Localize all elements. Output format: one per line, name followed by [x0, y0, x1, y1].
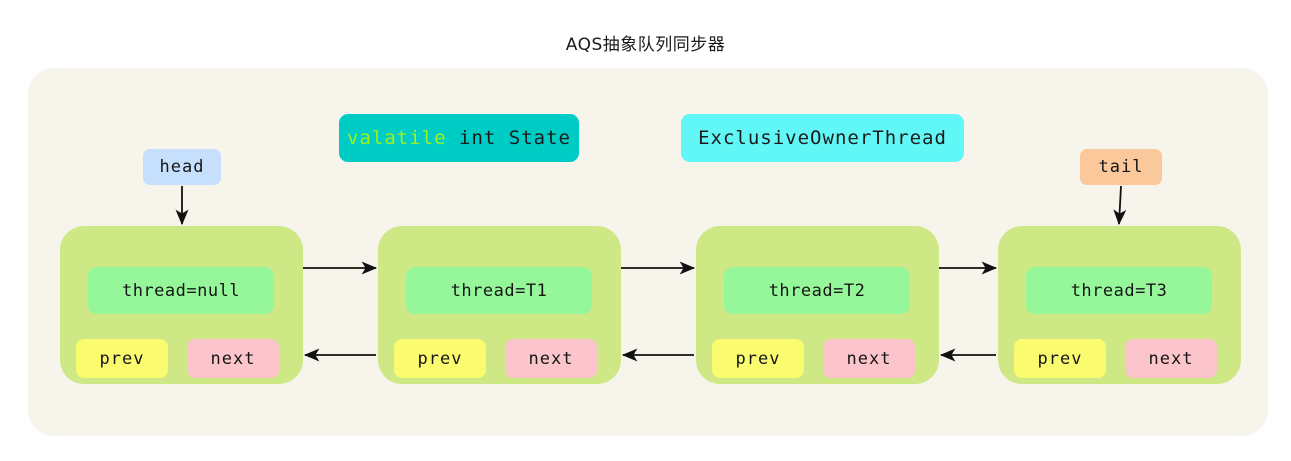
pointer-label-head: head — [143, 149, 221, 185]
node-prev-field: prev — [712, 339, 804, 378]
node-thread-field: thread=null — [88, 267, 274, 314]
node-next-field: next — [505, 339, 597, 378]
node-thread-field: thread=T2 — [724, 267, 910, 314]
queue-node: thread=T3 prev next — [998, 226, 1241, 384]
node-next-field: next — [187, 339, 279, 378]
banner-state-rest: int State — [446, 127, 571, 149]
pointer-label-tail: tail — [1080, 149, 1162, 185]
queue-node: thread=T2 prev next — [696, 226, 939, 384]
banner-state-keyword: valatile — [347, 127, 447, 149]
queue-node: thread=null prev next — [60, 226, 303, 384]
node-next-field: next — [1125, 339, 1217, 378]
node-prev-field: prev — [394, 339, 486, 378]
node-prev-field: prev — [1014, 339, 1106, 378]
banner-exclusive-owner-thread: ExclusiveOwnerThread — [681, 114, 964, 162]
node-thread-field: thread=T3 — [1026, 267, 1212, 314]
banner-volatile-int-state: valatile int State — [339, 114, 579, 162]
node-next-field: next — [823, 339, 915, 378]
queue-node: thread=T1 prev next — [378, 226, 621, 384]
node-prev-field: prev — [76, 339, 168, 378]
page-title: AQS抽象队列同步器 — [565, 35, 726, 55]
node-thread-field: thread=T1 — [406, 267, 592, 314]
